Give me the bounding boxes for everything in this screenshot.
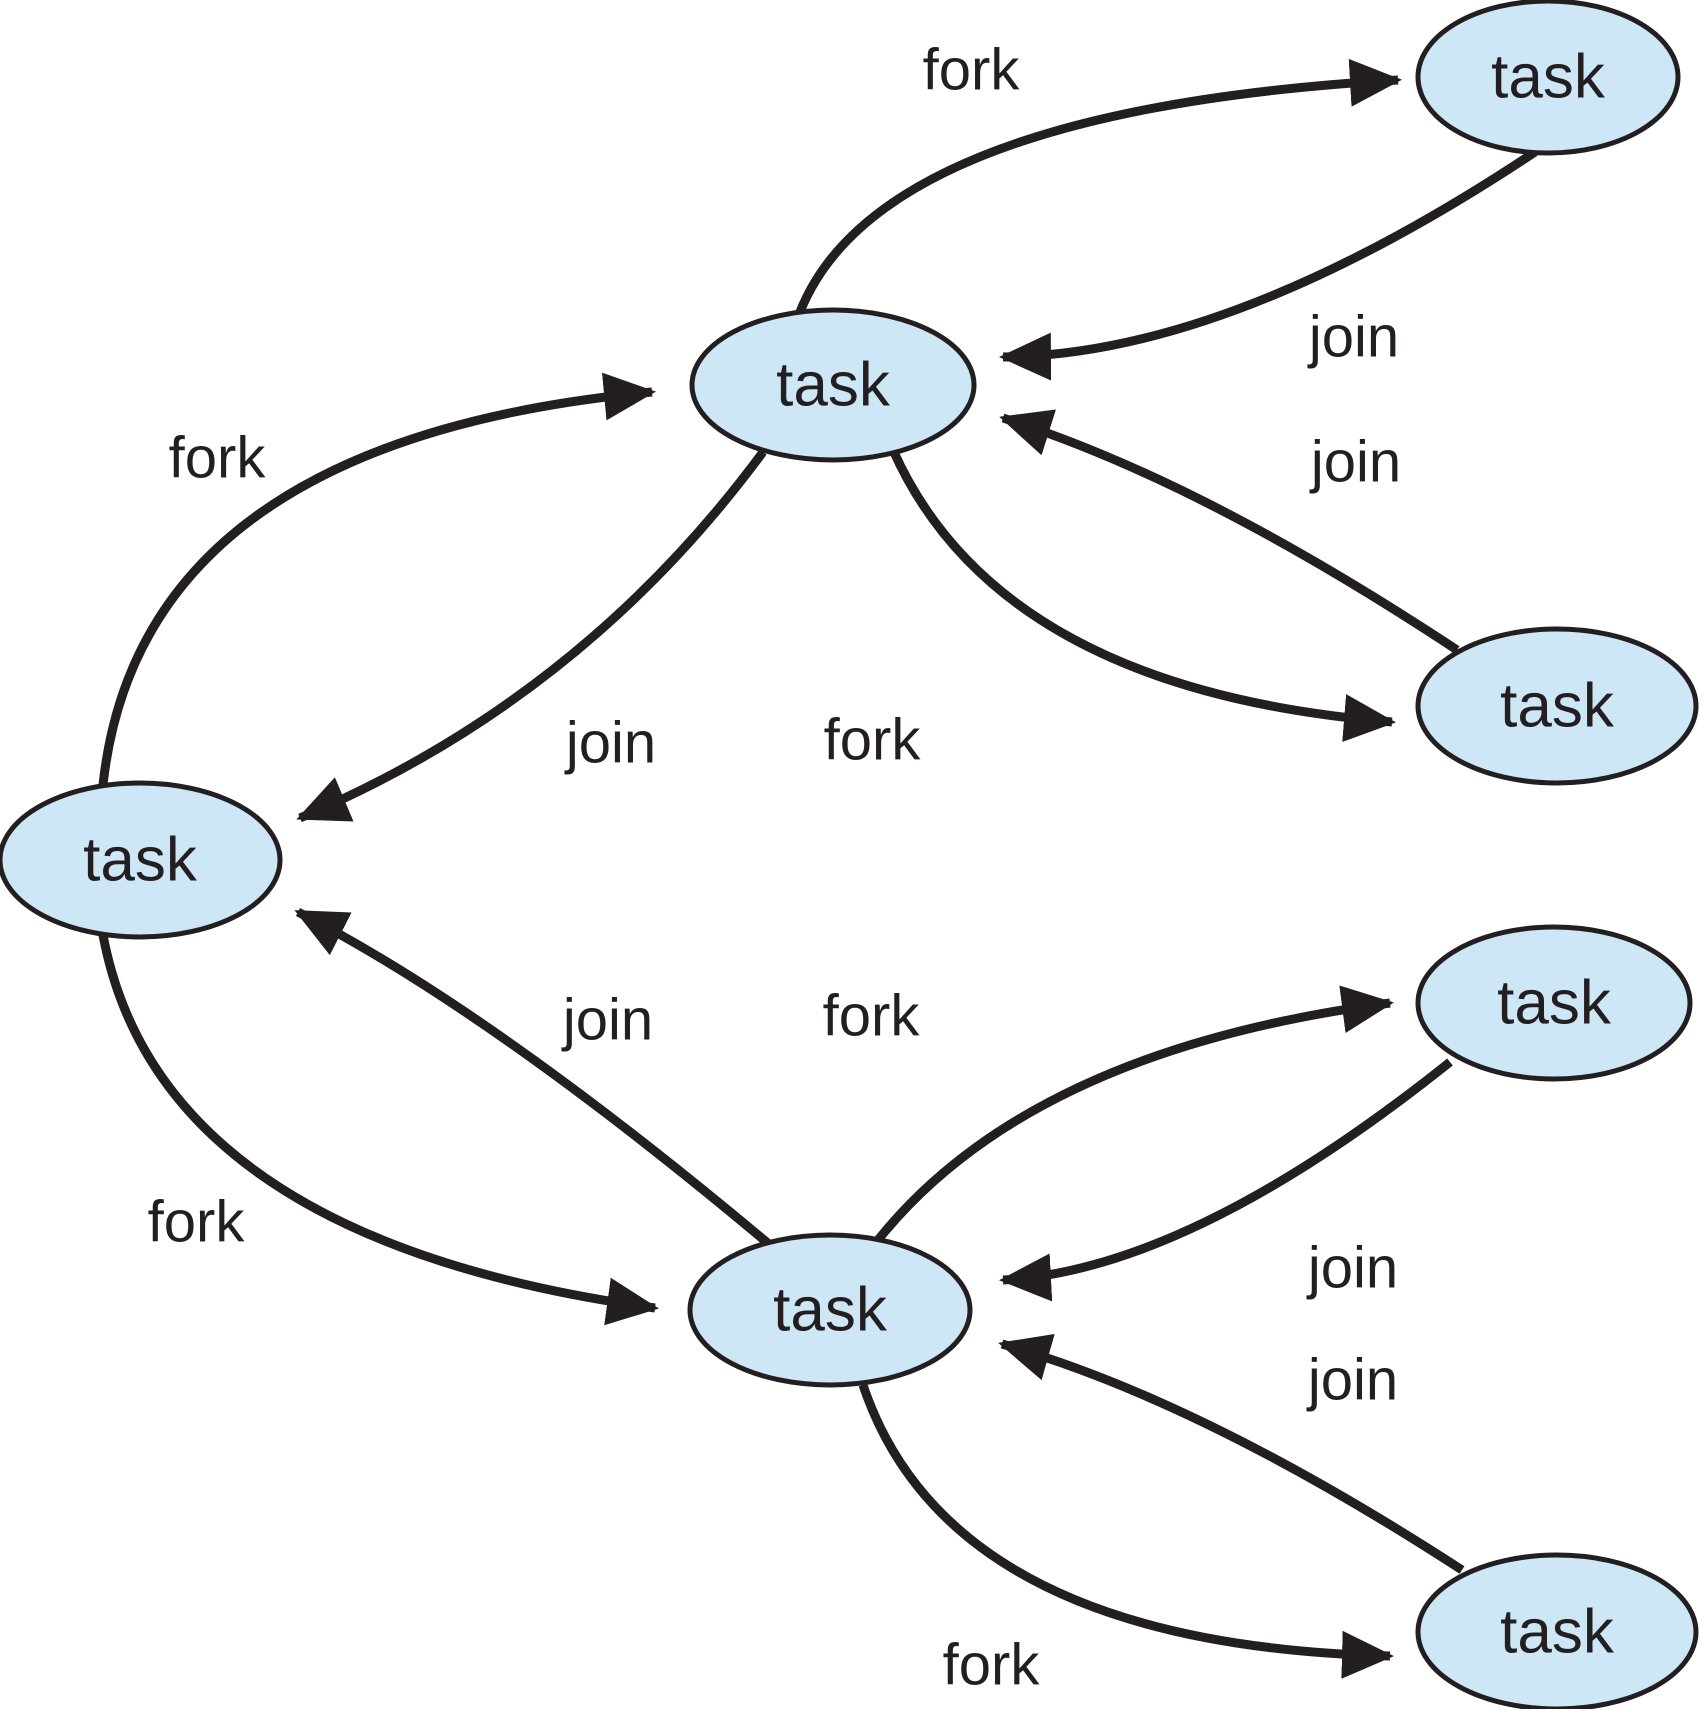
task-node-task-top-right: task [1415,0,1681,156]
fork-arrow-task-left-to-task-upper-center [98,372,656,786]
task-ellipse [1415,924,1693,1082]
edge-label-join: join [1309,430,1401,495]
fork-arrow-task-lower-center-to-task-bottom-right [858,1383,1394,1679]
edge-label-fork: fork [923,38,1021,103]
join-arrow-task-lower-center-to-task-left [294,907,773,1249]
edge-label-fork: fork [943,1633,1041,1698]
edge-label-join: join [564,711,656,776]
task-label: task [776,351,891,420]
fork-arrow-task-left-to-task-lower-center [98,934,659,1326]
edges-layer [98,58,1538,1679]
task-label: task [1500,672,1615,741]
edge-label-fork: fork [823,984,921,1049]
edge-label-fork: fork [148,1190,246,1255]
fork-arrow-task-lower-center-to-task-right-lower [874,985,1394,1243]
task-node-task-bottom-right: task [1415,1552,1699,1709]
task-ellipse [1415,0,1681,156]
task-label: task [773,1276,888,1345]
task-label: task [1500,1598,1615,1667]
edge-label-join: join [1307,305,1399,370]
task-ellipse [1415,626,1699,786]
join-arrow-task-bottom-right-to-task-lower-center [998,1333,1465,1574]
task-ellipse [689,307,977,463]
fork-arrow-task-upper-center-to-task-top-right [795,58,1402,314]
join-arrow-task-right-upper-to-task-upper-center [999,409,1460,654]
join-arrow-task-upper-center-to-task-left [296,449,767,823]
task-node-task-right-upper: task [1415,626,1699,786]
task-node-task-lower-center: task [687,1232,973,1388]
join-arrow-task-top-right-to-task-upper-center [999,148,1538,381]
edge-label-fork: fork [824,708,922,773]
fork-arrow-task-upper-center-to-task-right-upper [888,448,1396,743]
task-ellipse [1415,1552,1699,1709]
task-label: task [83,826,198,895]
task-node-task-right-lower: task [1415,924,1693,1082]
task-node-task-left: task [0,780,283,940]
edge-label-join: join [1306,1236,1398,1301]
task-ellipse [687,1232,973,1388]
edge-label-join: join [1306,1348,1398,1413]
edge-label-fork: fork [169,426,267,491]
task-ellipse [0,780,283,940]
edge-label-join: join [561,988,653,1053]
join-arrow-task-right-lower-to-task-lower-center [999,1058,1453,1302]
task-label: task [1491,43,1606,112]
edge-labels-layer: fork join fork join fork join fork join fork join… [148,38,1401,1698]
task-label: task [1497,969,1612,1038]
task-node-task-upper-center: task [689,307,977,463]
